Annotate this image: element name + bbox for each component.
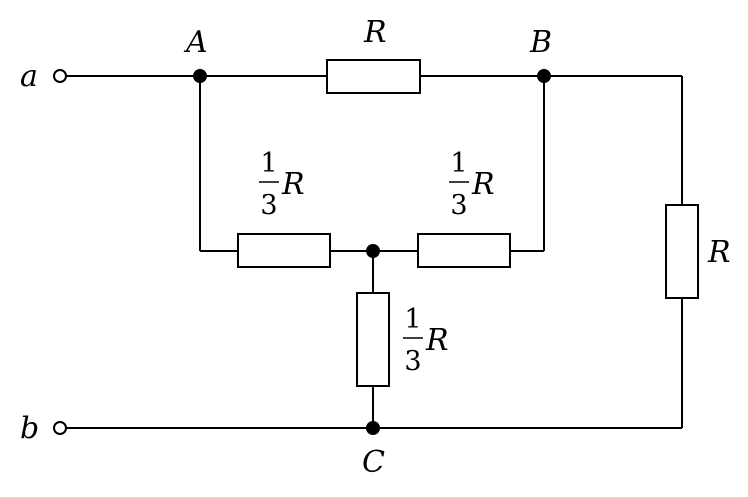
resistor-top bbox=[326, 59, 421, 94]
fraction-numerator: 1 bbox=[260, 148, 277, 179]
node-center-dot bbox=[366, 244, 380, 258]
node-A-label: A bbox=[183, 25, 208, 60]
resistor-top-label: R bbox=[363, 15, 387, 50]
node-A-dot bbox=[193, 69, 207, 83]
node-B-dot bbox=[537, 69, 551, 83]
resistor-vertical bbox=[356, 292, 390, 387]
node-C-label: C bbox=[362, 445, 385, 480]
node-C-dot bbox=[366, 421, 380, 435]
resistor-left-mid-label: 1 3 R bbox=[259, 148, 305, 221]
fraction-symbol: R bbox=[281, 167, 305, 202]
fraction-symbol: R bbox=[425, 323, 449, 358]
fraction-denominator: 3 bbox=[404, 346, 421, 377]
fraction-denominator: 3 bbox=[260, 190, 277, 221]
resistor-right-label: R bbox=[707, 235, 731, 270]
fraction-numerator: 1 bbox=[450, 148, 467, 179]
fraction-denominator: 3 bbox=[450, 190, 467, 221]
node-B-label: B bbox=[529, 25, 552, 60]
fraction-numerator: 1 bbox=[404, 304, 421, 335]
resistor-right bbox=[665, 204, 699, 299]
resistor-right-mid-label: 1 3 R bbox=[449, 148, 495, 221]
terminal-b-circle bbox=[53, 421, 67, 435]
fraction-symbol: R bbox=[471, 167, 495, 202]
resistor-vertical-label: 1 3 R bbox=[403, 304, 449, 377]
terminal-b-label: b bbox=[20, 411, 39, 446]
terminal-a-label: a bbox=[20, 59, 38, 94]
terminal-a-circle bbox=[53, 69, 67, 83]
resistor-left-mid bbox=[237, 233, 331, 268]
resistor-right-mid bbox=[417, 233, 511, 268]
